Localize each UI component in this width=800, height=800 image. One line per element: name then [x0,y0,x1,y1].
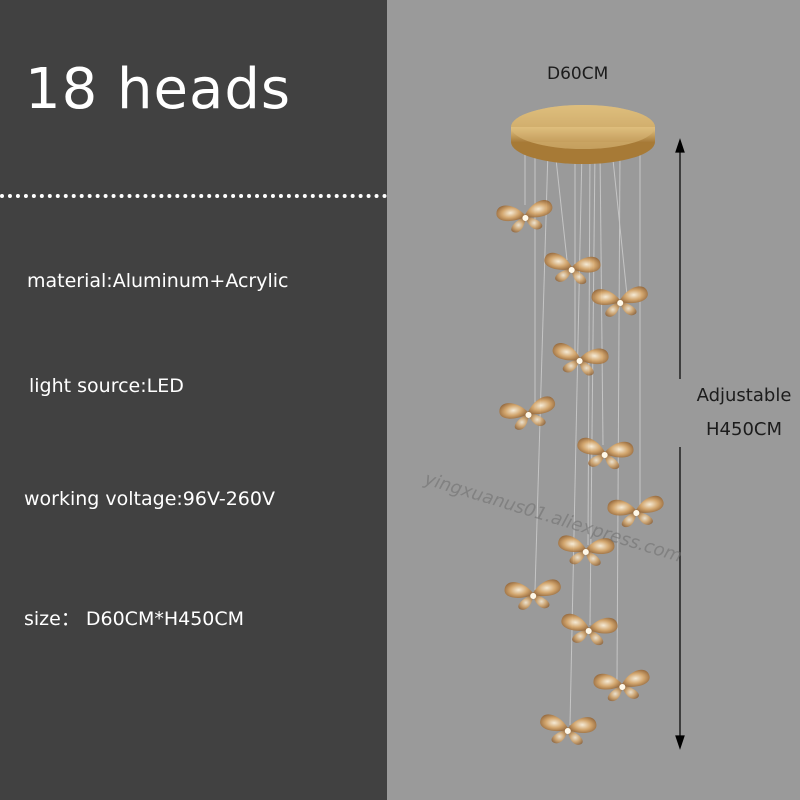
heads-count-title: 18 heads [25,57,292,122]
adjustable-label: Adjustable [679,379,800,413]
spec-size: size： D60CM*H450CM [24,608,245,630]
height-label: H450CM [679,413,800,447]
diameter-label: D60CM [547,64,609,84]
spec-light-source: light source:LED [29,375,184,397]
ceiling-canopy [511,105,655,164]
spec-voltage: working voltage:96V-260V [24,488,275,510]
dotted-divider [0,194,387,198]
spec-material: material:Aluminum+Acrylic [27,270,289,292]
info-panel [0,0,387,800]
